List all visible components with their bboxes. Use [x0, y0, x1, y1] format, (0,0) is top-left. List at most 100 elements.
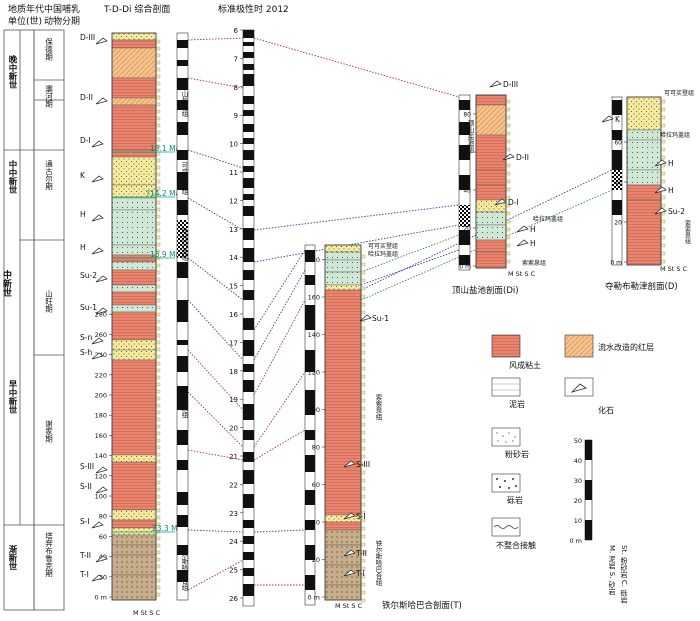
td-section-title: T-D-Di 综合剖面 [103, 3, 170, 15]
lithology-layer [111, 311, 157, 341]
lithology-layer [111, 544, 157, 556]
legend-swatch-siltstone [491, 427, 521, 447]
correlation-line [253, 37, 460, 98]
lithology-layer [475, 169, 507, 186]
td-lithology-axis: M St S C [133, 609, 161, 617]
lithology-layer [324, 271, 362, 286]
section-d-depth-tick: 40 [614, 180, 622, 187]
section-t-fossil-icon [343, 460, 356, 468]
lithology-layer [111, 304, 157, 313]
correlation-line [253, 204, 460, 231]
lithology-layer [111, 574, 157, 601]
legend-scale-tick: 50 [574, 437, 582, 445]
gpts-age-tick: 25 [229, 567, 238, 575]
stage-label: 灞河期 [44, 85, 53, 109]
lithology-layer [111, 197, 157, 211]
section-t-depth-tick: 60 [312, 481, 320, 489]
td-fossil-icon [91, 175, 104, 183]
gpts-age-tick: 15 [229, 283, 238, 291]
section-d-layer-label: H [668, 159, 674, 168]
lithology-layer [111, 269, 157, 286]
legend-scale-caption: M. 泥岩 S. 砂岩 [608, 545, 616, 596]
stage-column [33, 29, 65, 611]
section-d-lithology-axis: M St S C [660, 265, 688, 273]
lithology-layer [324, 284, 362, 291]
lithology-layer [111, 554, 157, 576]
section-d-fossil-icon [654, 159, 667, 167]
td-formation-suosuoquan: 索索泉组 [180, 391, 188, 419]
td-fossil-icon [91, 521, 104, 529]
legend-label-fluvial: 流水改造的红层 [598, 342, 654, 352]
gpts-age-tick: 18 [229, 368, 238, 376]
section-di-column [475, 94, 511, 269]
legend-swatch-conglomerate [491, 473, 521, 493]
td-depth-tick: 80 [99, 513, 107, 521]
td-depth-tick: 180 [95, 412, 107, 420]
lithology-layer [324, 584, 362, 601]
legend-label-mudstone: 泥岩 [509, 399, 525, 409]
legend-label-fossil: 化石 [598, 405, 614, 415]
gpts-age-tick: 12 [229, 197, 238, 205]
section-di-depth-tick: 20 [463, 226, 471, 233]
td-fossil-icon [91, 337, 104, 345]
td-fossil-icon [95, 97, 108, 105]
section-t-depth-tick: 140 [308, 331, 320, 339]
section-di-fossil-icon [494, 198, 507, 206]
legend-label-unconformity: 不整合接触 [496, 540, 536, 550]
td-depth-tick: 60 [99, 533, 107, 541]
td-composite-column [111, 32, 161, 601]
legend-scale-tick: 10 [574, 517, 582, 525]
legend-label-conglomerate: 砾岩 [507, 495, 523, 505]
section-t-depth-tick: 40 [312, 519, 320, 527]
td-depth-tick: 100 [95, 493, 107, 501]
section-t-formation-tieersi: 铁尔斯哈巴合组 [374, 539, 382, 586]
correlation-line [187, 559, 244, 591]
section-di-layer-label: H [530, 225, 536, 234]
section-d-polarity-column [611, 96, 623, 266]
td-fossil-icon [91, 352, 104, 360]
section-d-formation-suosuoquan: 索索泉组 [684, 219, 691, 244]
lithology-layer [111, 209, 157, 246]
lithology-layer [475, 104, 507, 136]
td-formation-dingshan: 顶山盐池组 [180, 84, 188, 117]
correlation-line [187, 529, 244, 533]
td-depth-tick: 20 [99, 573, 107, 581]
lithology-layer [111, 47, 157, 79]
lithology-layer [111, 461, 157, 511]
lithology-layer [111, 77, 157, 99]
section-d-depth-tick: 20 [614, 220, 622, 227]
td-layer-label: H [80, 210, 86, 219]
gpts-age-tick: 20 [229, 425, 238, 433]
section-t-formation-halamagai: 哈拉玛盖组 [368, 250, 398, 258]
epoch-label: 晚中新世 [7, 54, 17, 89]
td-layer-labels: D-IIID-IID-IKHHSu-2Su-1S-nS-hS-IIIS-IIS-… [79, 33, 108, 582]
section-t-depth-tick: 20 [312, 556, 320, 564]
td-formation-kekemaideng: 可可买登组 [180, 162, 188, 195]
correlation-line [253, 269, 306, 361]
gpts-age-tick: 14 [229, 254, 238, 262]
section-d-caption: 夺勒布勒津剖面(D) [605, 281, 678, 292]
lithology-layer [111, 284, 157, 293]
gpts-age-tick: 24 [229, 538, 238, 546]
lithology-layer [111, 349, 157, 361]
lithology-layer [111, 97, 157, 106]
section-di-fossil-icon [502, 153, 515, 161]
epoch-label-miocene: 中新世 [1, 269, 12, 297]
gpts-age-tick: 16 [229, 311, 238, 319]
td-depth-tick: 160 [95, 432, 107, 440]
correlation-line [360, 249, 460, 286]
lithology-layer [475, 211, 507, 226]
legend-swatch-eolian [491, 334, 521, 358]
section-d-layer-label: Su-2 [668, 207, 685, 216]
gpts-age-tick: 10 [229, 141, 238, 149]
td-formation-tieersi: 铁尔斯哈巴合组 [180, 544, 188, 591]
td-depth-tick: 220 [95, 371, 107, 379]
section-d-depth-tick: 0 m [610, 260, 622, 267]
lithology-layer [111, 339, 157, 351]
epoch-label: 早中新世 [7, 380, 17, 414]
section-t-depth-tick: 180 [308, 256, 320, 264]
